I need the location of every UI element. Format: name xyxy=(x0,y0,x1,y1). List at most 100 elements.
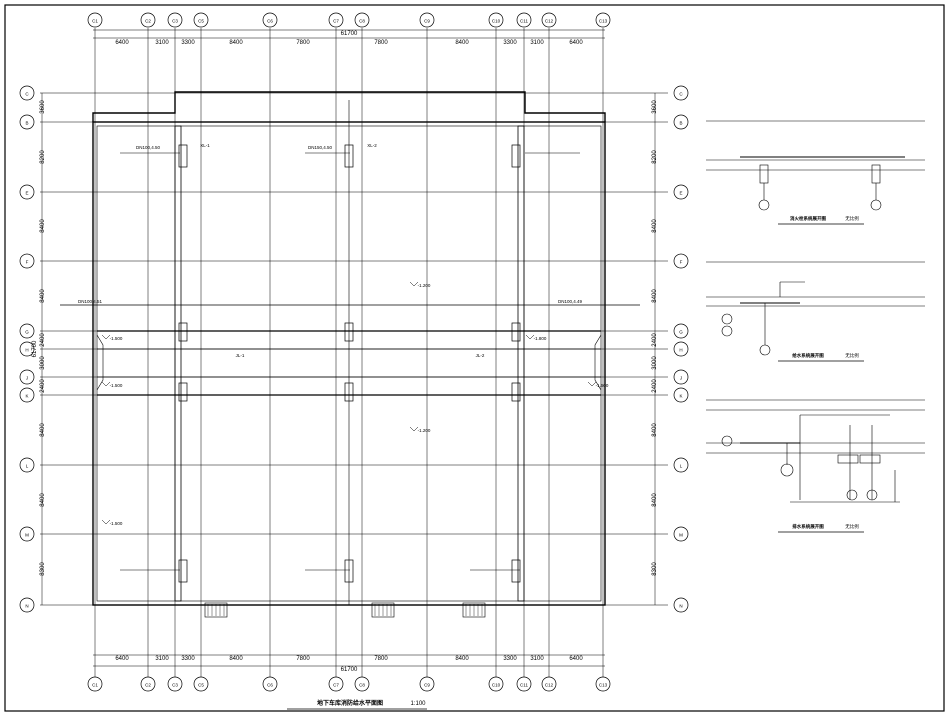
axis-bubble-x xyxy=(516,676,532,692)
detail-title: 消火栓系统展开图 xyxy=(790,215,826,222)
axis-label-x: C10 xyxy=(492,682,501,687)
level-label: -1.800 xyxy=(534,336,547,341)
dim-total-top: 61700 xyxy=(341,31,358,37)
core-wall-left xyxy=(174,125,182,602)
axis-label-x: C3 xyxy=(172,682,178,687)
level-mark xyxy=(525,334,535,340)
axis-label-y: H xyxy=(25,347,28,352)
axis-bubble-y xyxy=(673,184,689,200)
dim-right: 8400 xyxy=(652,289,658,303)
axis-label-x: C10 xyxy=(492,18,501,23)
axis-bubble-x xyxy=(140,12,156,28)
axis-bubble-y xyxy=(19,323,35,339)
axis-bubble-y xyxy=(673,526,689,542)
dim-left: 3600 xyxy=(40,100,46,114)
axis-label-y: K xyxy=(25,393,28,398)
axis-label-x: C2 xyxy=(145,682,151,687)
dim-left: 3000 xyxy=(40,356,46,370)
axis-label-y: J xyxy=(26,375,28,380)
axis-label-x: C12 xyxy=(545,18,554,23)
axis-bubble-x xyxy=(87,12,103,28)
axis-label-x: C12 xyxy=(545,682,554,687)
axis-label-x: C13 xyxy=(599,18,608,23)
building-outline-top xyxy=(92,91,606,122)
dim-right: 8200 xyxy=(652,150,658,164)
axis-bubble-y xyxy=(673,85,689,101)
core-wall-right xyxy=(517,125,525,602)
axis-label-y: N xyxy=(679,603,682,608)
axis-label-x: C3 xyxy=(172,18,178,23)
axis-label-x: C1 xyxy=(92,18,98,23)
axis-label-x: C11 xyxy=(520,682,528,687)
detail-scale: 无比例 xyxy=(845,352,859,359)
pipe-label: JL-2 xyxy=(476,353,485,358)
axis-bubble-y xyxy=(19,85,35,101)
pipe-label: XL-1 xyxy=(200,143,210,148)
axis-bubble-y xyxy=(19,253,35,269)
level-mark xyxy=(409,281,419,287)
dim-left: 2400 xyxy=(40,379,46,393)
dim-left: 8400 xyxy=(40,289,46,303)
axis-label-y: N xyxy=(25,603,28,608)
axis-label-x: C5 xyxy=(198,18,204,23)
axis-bubble-y xyxy=(19,387,35,403)
axis-label-y: E xyxy=(25,190,28,195)
axis-bubble-y xyxy=(19,184,35,200)
level-label: -1.500 xyxy=(110,383,123,388)
axis-bubble-y xyxy=(673,341,689,357)
dim-left: 8400 xyxy=(40,219,46,233)
axis-bubble-x xyxy=(354,12,370,28)
pipe-label: DN100,4.51 xyxy=(78,299,103,304)
pipe-label: DN100,4.50 xyxy=(136,145,161,150)
axis-label-y: G xyxy=(679,329,683,334)
dim-bottom: 3100 xyxy=(530,656,544,662)
dim-right: 3600 xyxy=(652,100,658,114)
dim-right: 8300 xyxy=(652,562,658,576)
detail-system-diagrams xyxy=(706,120,925,503)
axis-bubble-x xyxy=(595,12,611,28)
dim-right: 8400 xyxy=(652,423,658,437)
dim-bottom: 8400 xyxy=(229,656,243,662)
level-label: -1.200 xyxy=(418,283,431,288)
dim-right: 8400 xyxy=(652,493,658,507)
sheet-border xyxy=(4,4,945,712)
axis-bubble-x xyxy=(193,676,209,692)
axis-bubble-x xyxy=(328,676,344,692)
level-label: -1.500 xyxy=(110,521,123,526)
stair-symbols xyxy=(204,602,486,618)
dim-left: 8200 xyxy=(40,150,46,164)
axis-bubble-x xyxy=(354,676,370,692)
dimension-lines xyxy=(41,29,656,667)
detail-equipment-circles xyxy=(721,199,882,501)
axis-label-y: B xyxy=(679,120,682,125)
dim-top: 6400 xyxy=(569,40,583,46)
axis-label-x: C6 xyxy=(267,682,273,687)
dim-bottom: 6400 xyxy=(115,656,129,662)
axis-bubble-y xyxy=(19,114,35,130)
axis-label-x: C8 xyxy=(359,18,365,23)
axis-bubble-x xyxy=(419,676,435,692)
dim-bottom: 7800 xyxy=(296,656,310,662)
dim-left: 8400 xyxy=(40,423,46,437)
pipe-label: DN150,4.50 xyxy=(308,145,333,150)
dim-top: 8400 xyxy=(455,40,469,46)
dim-right: 2400 xyxy=(652,379,658,393)
axis-label-y: F xyxy=(680,259,683,264)
axis-label-y: G xyxy=(25,329,29,334)
dim-bottom: 3300 xyxy=(503,656,517,662)
axis-label-x: C9 xyxy=(424,682,430,687)
pipe-label: XL-2 xyxy=(367,143,377,148)
dim-bottom: 7800 xyxy=(374,656,388,662)
plan-title: 地下车库消防给水平面图 xyxy=(317,699,383,707)
axis-bubble-x xyxy=(488,676,504,692)
plan-scale: 1:100 xyxy=(410,701,426,707)
dim-bottom: 6400 xyxy=(569,656,583,662)
axis-bubble-y xyxy=(673,369,689,385)
axis-bubble-y xyxy=(19,341,35,357)
level-mark xyxy=(101,381,111,387)
dim-right: 8400 xyxy=(652,219,658,233)
dim-right: 3000 xyxy=(652,356,658,370)
axis-bubble-y xyxy=(19,597,35,613)
axis-bubble-x xyxy=(167,676,183,692)
